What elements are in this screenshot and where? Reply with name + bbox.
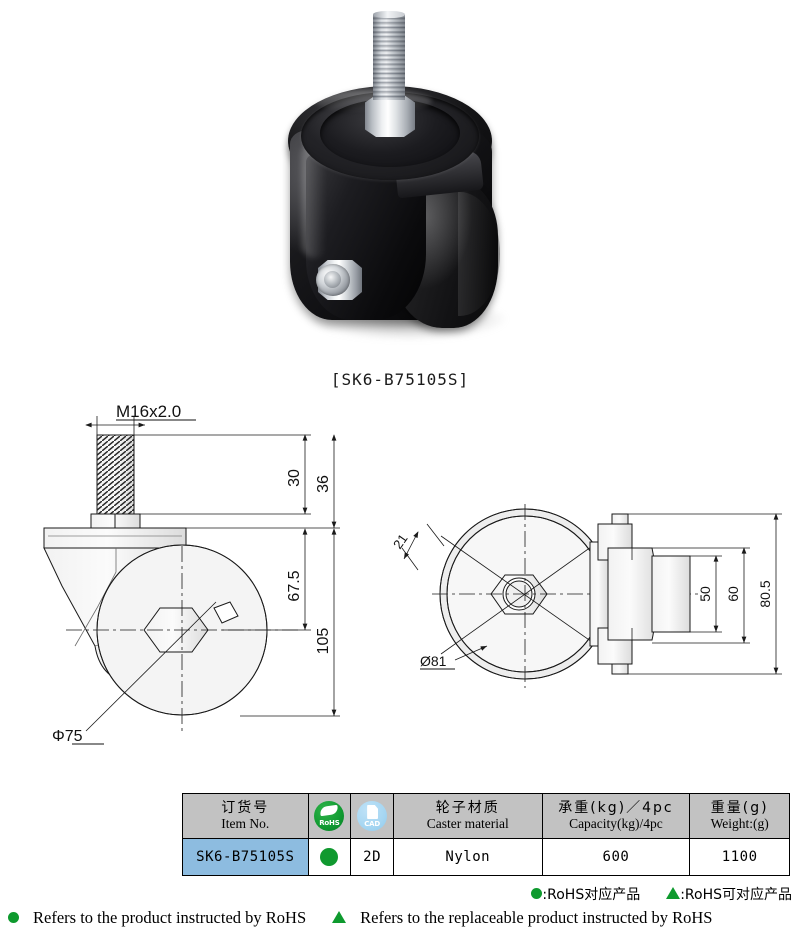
legend-chinese-row: :RoHS对应产品 :RoHS可对应产品 bbox=[531, 884, 792, 904]
header-caster-material: 轮子材质 Caster material bbox=[392, 793, 543, 839]
technical-drawings: M16x2.0 30 36 67.5 105 Φ75 21 Ø81 50 60 … bbox=[0, 396, 800, 788]
cell-cad-format[interactable]: 2D bbox=[350, 838, 394, 876]
header-weight-cn: 重量(g) bbox=[710, 799, 769, 816]
dim-thread-length: 30 bbox=[286, 469, 303, 487]
stem-hex-nut bbox=[365, 95, 415, 137]
rohs-icon-label: RoHS bbox=[319, 819, 340, 828]
cad-icon: CAD bbox=[357, 801, 388, 831]
legend-triangle-icon-en bbox=[332, 911, 347, 923]
legend-dot-icon-en bbox=[8, 912, 19, 923]
side-view-dimension-lines bbox=[85, 416, 340, 717]
table-header-row: 订货号 Item No. RoHS CAD 轮子材质 Caster materi… bbox=[182, 793, 790, 839]
header-weight: 重量(g) Weight:(g) bbox=[689, 793, 790, 839]
header-capacity: 承重(kg)／4pc Capacity(kg)/4pc bbox=[541, 793, 691, 839]
cell-weight: 1100 bbox=[689, 838, 790, 876]
legend-triangle-text-en: Refers to the replaceable product instru… bbox=[360, 908, 713, 927]
cell-item-no: SK6-B75105S bbox=[182, 838, 309, 876]
cell-rohs-status bbox=[307, 838, 352, 876]
cell-capacity: 600 bbox=[541, 838, 691, 876]
side-elevation-geometry bbox=[43, 434, 300, 732]
legend-triangle-text-cn: :RoHS可对应产品 bbox=[680, 887, 792, 903]
header-capacity-cn: 承重(kg)／4pc bbox=[558, 799, 674, 816]
rohs-icon: RoHS bbox=[314, 801, 345, 831]
legend-dot-icon-cn bbox=[531, 888, 543, 899]
table-row: SK6-B75105S 2D Nylon 600 1100 bbox=[182, 838, 790, 876]
header-capacity-en: Capacity(kg)/4pc bbox=[569, 816, 663, 832]
header-weight-en: Weight:(g) bbox=[710, 816, 769, 832]
threaded-stem-bolt bbox=[373, 14, 405, 100]
legend-english-row: Refers to the product instructed by RoHS… bbox=[8, 908, 792, 928]
dim-plate-diameter: Ø81 bbox=[420, 653, 447, 669]
caster-photo bbox=[272, 2, 537, 354]
rohs-leaf-icon bbox=[319, 804, 339, 817]
dim-bracket-width: 60 bbox=[725, 586, 741, 602]
dim-swivel-offset: 21 bbox=[390, 531, 411, 551]
header-item-no-cn: 订货号 bbox=[221, 799, 270, 816]
header-rohs: RoHS bbox=[307, 793, 352, 839]
cad-document-icon bbox=[367, 805, 379, 819]
cad-icon-label: CAD bbox=[364, 820, 380, 829]
product-photo-area bbox=[0, 0, 800, 366]
dim-overall-height: 105 bbox=[315, 628, 332, 655]
stem-bolt-top bbox=[373, 11, 405, 18]
plan-view-dimension-lines bbox=[620, 513, 782, 675]
header-material-en: Caster material bbox=[426, 816, 509, 832]
plan-view-geometry bbox=[401, 504, 700, 688]
header-item-no: 订货号 Item No. bbox=[182, 793, 309, 839]
legend-dot-text-en: Refers to the product instructed by RoHS bbox=[33, 908, 307, 927]
product-caption: [SK6-B75105S] bbox=[330, 370, 470, 389]
dim-overall-width: 80.5 bbox=[757, 580, 773, 607]
dim-thread-label: M16x2.0 bbox=[116, 402, 181, 421]
header-material-cn: 轮子材质 bbox=[435, 799, 500, 816]
dim-wheel-width: 50 bbox=[697, 586, 713, 602]
legend-triangle-icon-cn bbox=[666, 887, 681, 899]
cell-caster-material: Nylon bbox=[392, 838, 543, 876]
dim-wheel-diameter: Φ75 bbox=[52, 728, 83, 745]
specification-table: 订货号 Item No. RoHS CAD 轮子材质 Caster materi… bbox=[182, 793, 790, 876]
header-cad: CAD bbox=[350, 793, 394, 839]
rohs-green-dot-icon bbox=[320, 848, 339, 866]
dim-axle-height: 67.5 bbox=[286, 570, 303, 601]
axle-center bbox=[324, 271, 341, 288]
header-item-no-en: Item No. bbox=[221, 816, 270, 832]
dim-stem-total: 36 bbox=[315, 475, 332, 493]
legend-dot-text-cn: :RoHS对应产品 bbox=[542, 887, 641, 903]
